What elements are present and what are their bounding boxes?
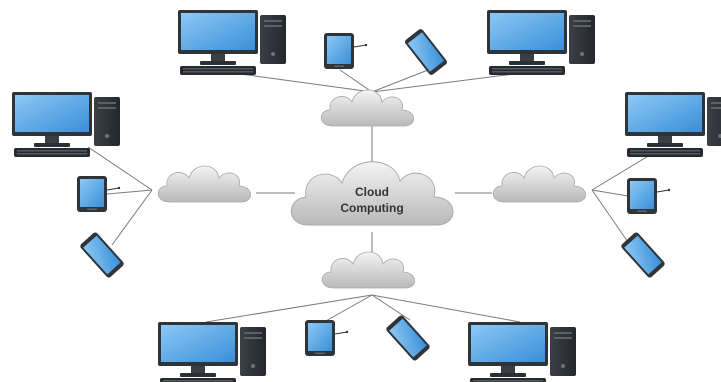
tablet-icon [626,177,671,215]
smartphone-icon [403,27,449,77]
smartphone-icon [79,231,125,279]
tablet-icon [323,32,368,70]
desktop-computer-icon [158,322,266,382]
desktop-computer-icon [468,322,576,382]
cloud-icon [492,165,586,203]
right-device-group [620,92,721,279]
desktop-computer-icon [625,92,721,157]
tablet-icon [304,319,349,357]
left-device-group [12,92,125,279]
smartphone-icon [620,231,666,279]
bottom-device-group [158,314,576,382]
smartphone-icon [385,314,431,362]
cloud-icon [321,251,415,289]
desktop-computer-icon [12,92,120,157]
cloud-icon [157,165,251,203]
central-cloud: Cloud Computing [290,161,454,226]
tablet-icon [76,175,121,213]
cloud-label-line2: Computing [340,201,403,215]
cloud-label-line1: Cloud [355,185,389,199]
desktop-computer-icon [178,10,286,75]
desktop-computer-icon [487,10,595,75]
top-device-group [178,10,595,77]
cloud-icon [320,89,414,127]
connection-lines [87,69,656,323]
